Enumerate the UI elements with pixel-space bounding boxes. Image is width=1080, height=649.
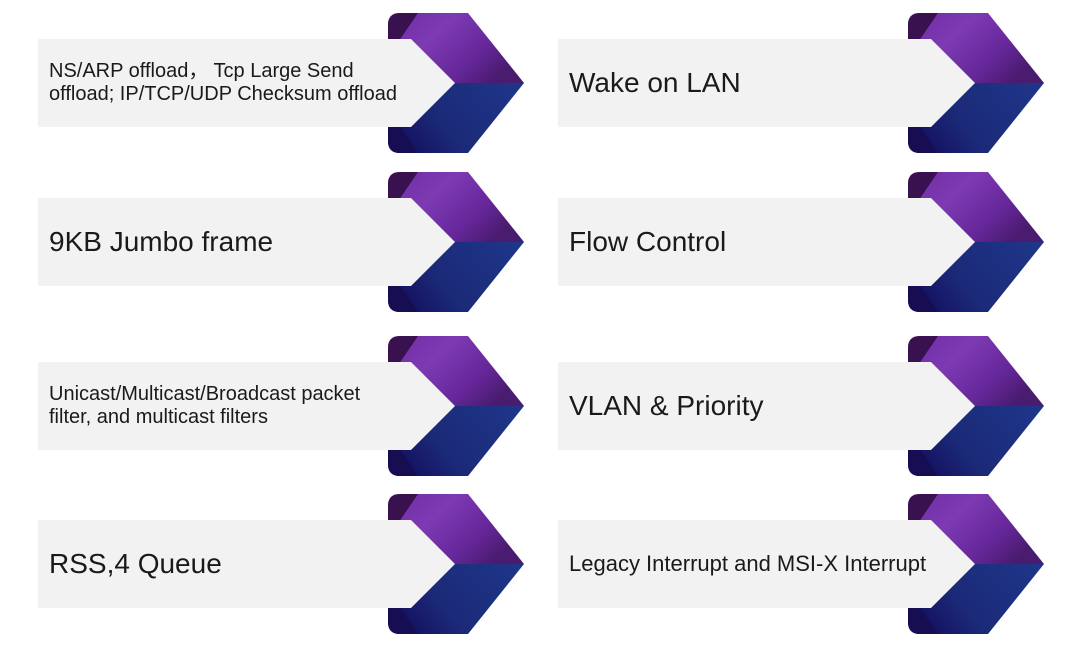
feature-label: Unicast/Multicast/Broadcast packet filte…: [49, 383, 361, 428]
feature-item: Wake on LAN: [558, 13, 1044, 153]
feature-item: VLAN & Priority: [558, 336, 1044, 476]
feature-bar: Flow Control: [558, 198, 975, 286]
feature-label: RSS,4 Queue: [49, 547, 222, 579]
feature-bar: VLAN & Priority: [558, 362, 975, 450]
feature-item: RSS,4 Queue: [38, 494, 524, 634]
feature-label: Flow Control: [569, 225, 727, 257]
feature-label: 9KB Jumbo frame: [49, 225, 274, 257]
feature-bar: NS/ARP offload， Tcp Large Send offload; …: [38, 39, 455, 127]
feature-label: Legacy Interrupt and MSI-X Interrupt: [569, 551, 927, 577]
feature-bar: Wake on LAN: [558, 39, 975, 127]
feature-label: NS/ARP offload， Tcp Large Send offload; …: [49, 60, 397, 105]
feature-item: Legacy Interrupt and MSI-X Interrupt: [558, 494, 1044, 634]
feature-bar: 9KB Jumbo frame: [38, 198, 455, 286]
feature-bar: RSS,4 Queue: [38, 520, 455, 608]
feature-label: Wake on LAN: [569, 66, 741, 98]
feature-bar: Unicast/Multicast/Broadcast packet filte…: [38, 362, 455, 450]
feature-item: Unicast/Multicast/Broadcast packet filte…: [38, 336, 524, 476]
feature-bar: Legacy Interrupt and MSI-X Interrupt: [558, 520, 975, 608]
feature-item: 9KB Jumbo frame: [38, 172, 524, 312]
feature-label: VLAN & Priority: [569, 389, 764, 421]
feature-item: NS/ARP offload， Tcp Large Send offload; …: [38, 13, 524, 153]
feature-item: Flow Control: [558, 172, 1044, 312]
